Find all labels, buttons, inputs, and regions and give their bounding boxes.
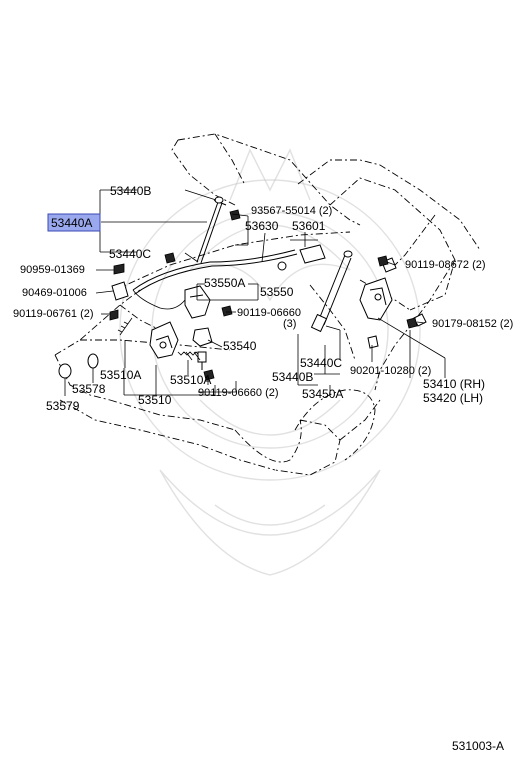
watermark-emblem [119,148,421,576]
label-53630[interactable]: 53630 [245,219,279,233]
hood-lock-cable [132,249,298,310]
hood-hinge [359,257,427,349]
label-53440B[interactable]: 53440B [110,184,151,198]
label-53578[interactable]: 53578 [72,382,106,396]
highlighted-part-box[interactable] [47,213,101,232]
label-90119-08672[interactable]: 90119-08672 (2) [405,259,486,271]
label-53410-rh[interactable]: 53410 (RH) [423,377,485,391]
label-53510A-right[interactable]: 53510A [170,373,211,387]
label-53440B-right[interactable]: 53440B [272,370,313,384]
label-90119-06660-2[interactable]: 90119-06660 (2) [198,387,279,399]
label-53510[interactable]: 53510 [138,393,172,407]
label-53450A[interactable]: 53450A [302,387,343,401]
label-90179-08152[interactable]: 90179-08152 (2) [432,318,513,330]
fasteners [58,209,418,381]
label-53420-lh[interactable]: 53420 (LH) [423,391,483,405]
label-53550[interactable]: 53550 [260,285,294,299]
hood-damper [310,250,353,333]
label-90119-06660-3[interactable]: 90119-06660 [237,307,301,319]
label-90201-10280[interactable]: 90201-10280 (2) [350,365,431,377]
label-53601[interactable]: 53601 [292,219,326,233]
label-53579[interactable]: 53579 [46,399,80,413]
leader-lines [64,189,446,396]
label-90119-06761[interactable]: 90119-06761 (2) [13,308,94,320]
hood-lock-assembly [117,285,213,370]
hood-support-rod [196,196,227,264]
figure-code: 531003-A [452,739,504,753]
label-53440A[interactable]: 53440A [51,216,92,230]
label-53510A-left[interactable]: 53510A [100,368,141,382]
label-53440C-left[interactable]: 53440C [109,247,151,261]
label-53550A[interactable]: 53550A [204,276,245,290]
label-90959-01369[interactable]: 90959-01369 [20,264,85,276]
label-53440C-right[interactable]: 53440C [300,356,342,370]
callout-labels: 53440B 53440A 53440C 93567-55014 (2) 536… [13,184,513,413]
label-53540[interactable]: 53540 [223,339,257,353]
label-90119-06660-3-qty[interactable]: (3) [283,318,296,330]
car-body-outline [54,133,481,476]
label-90469-01006[interactable]: 90469-01006 [22,287,87,299]
label-93567-55014[interactable]: 93567-55014 (2) [251,205,332,217]
